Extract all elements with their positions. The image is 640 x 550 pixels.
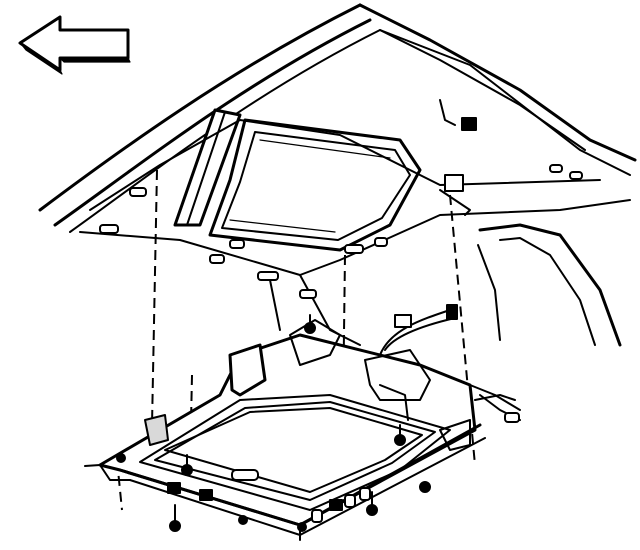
sunroof-opening	[208, 99, 477, 252]
arrow-left-icon	[18, 15, 131, 75]
bolt-icon	[116, 314, 431, 532]
sunroof-module	[84, 304, 521, 541]
roof-slots	[99, 164, 583, 299]
